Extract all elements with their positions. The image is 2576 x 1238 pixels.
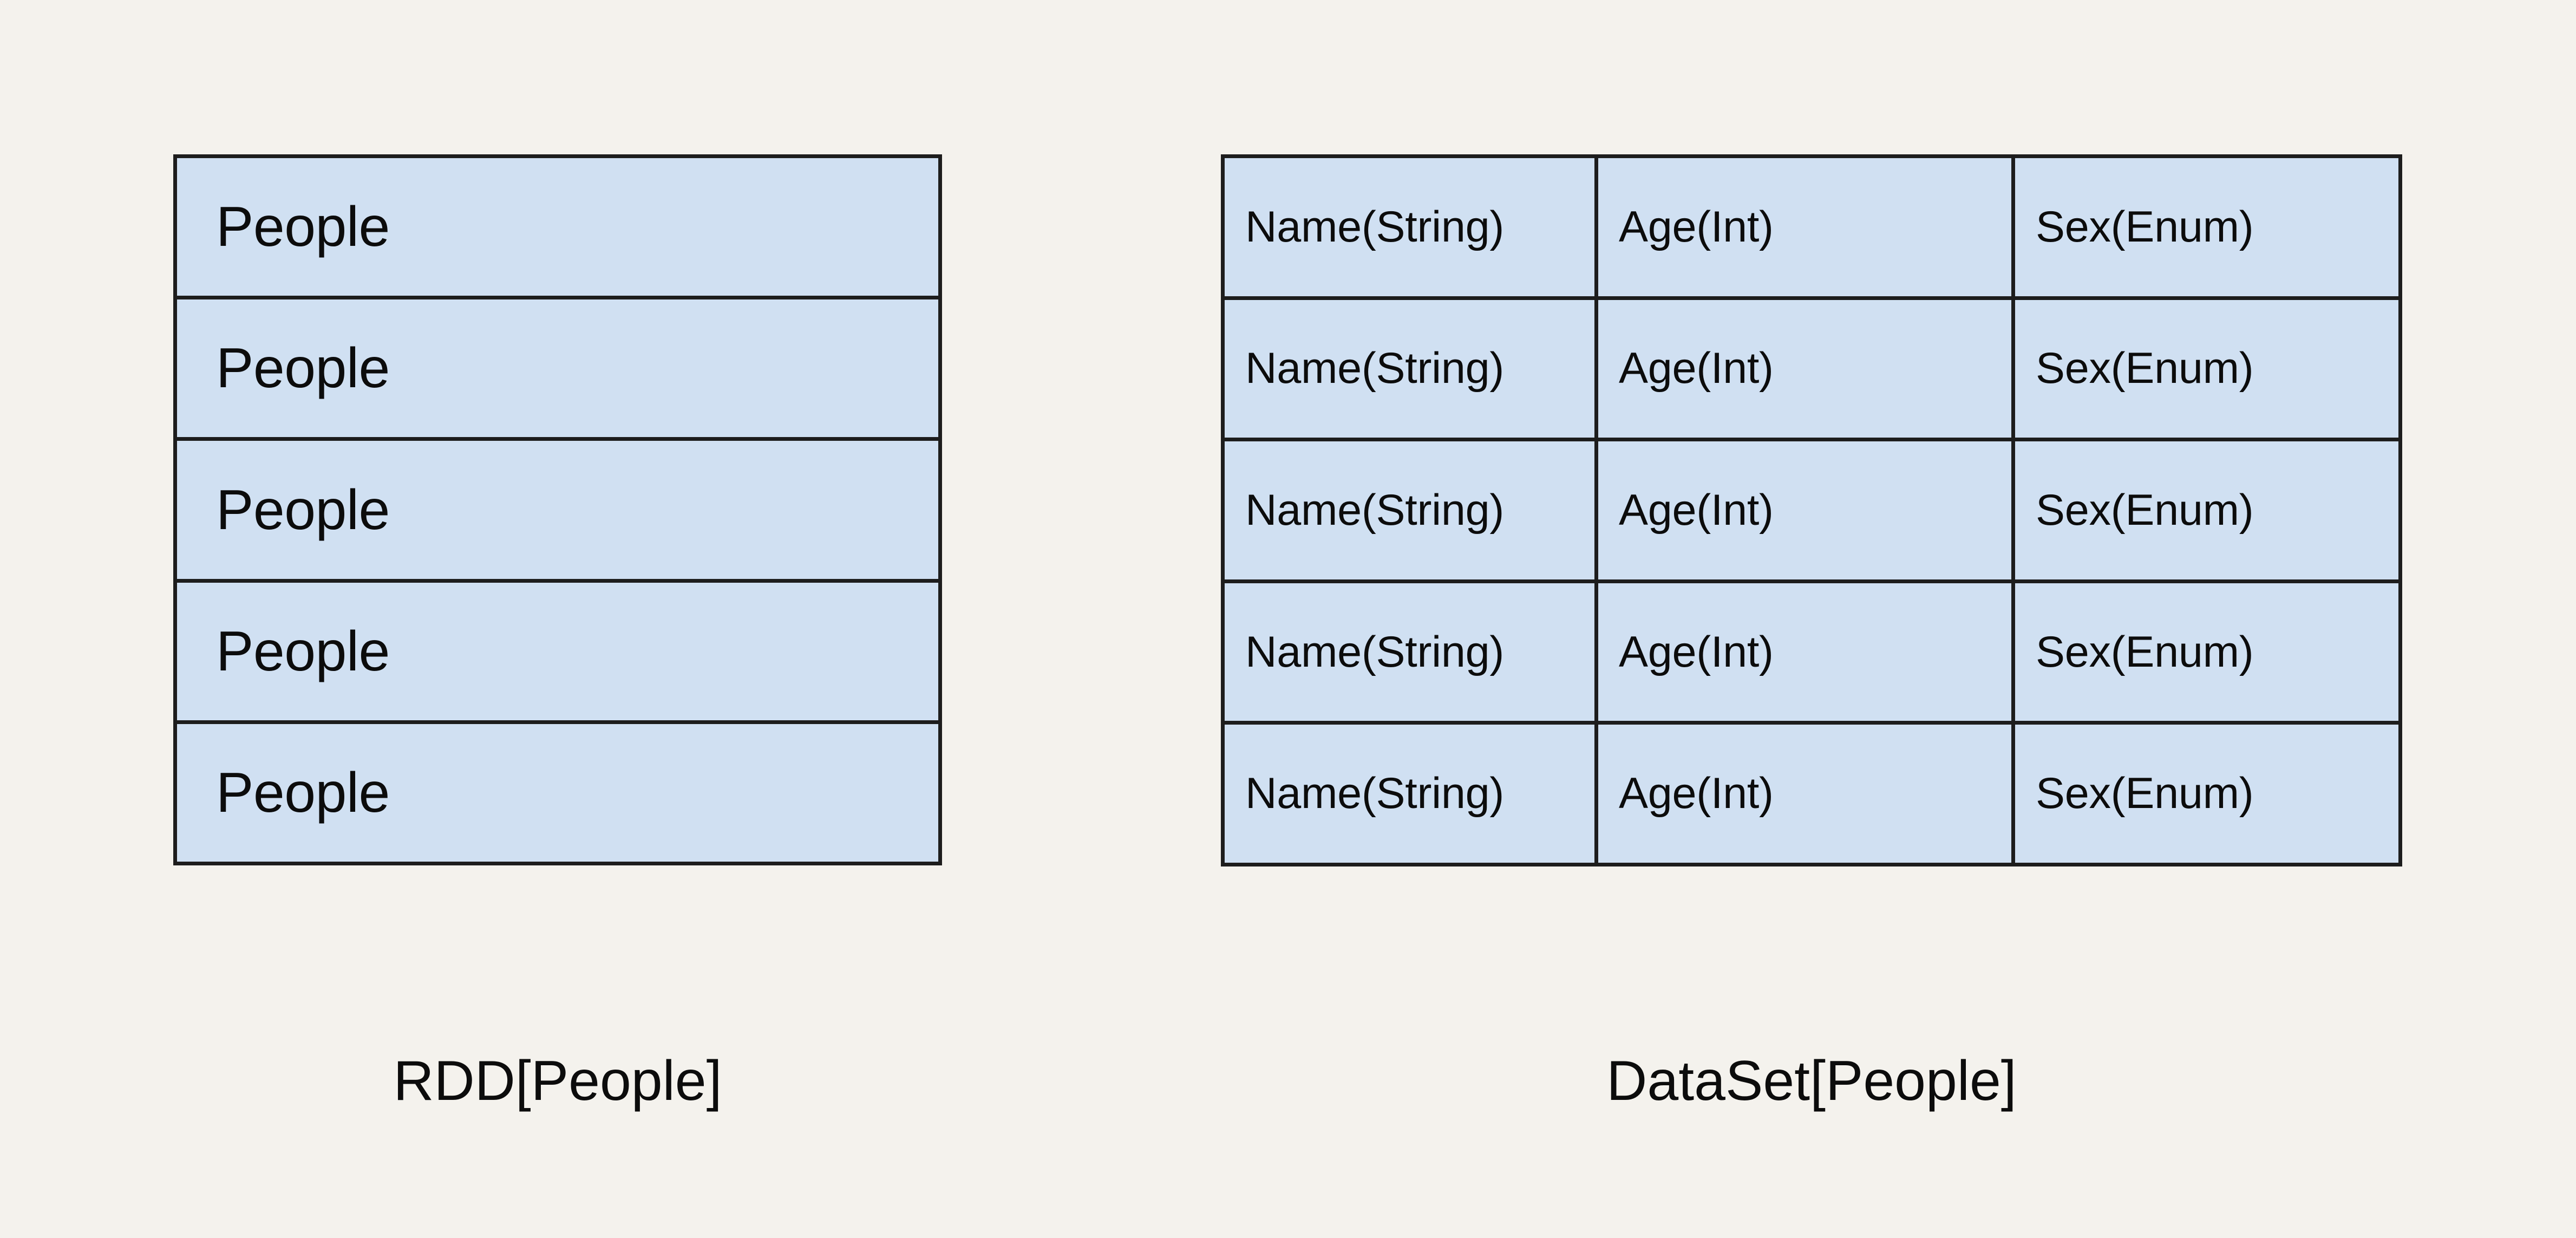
table-cell-name: Name(String) bbox=[1225, 299, 1598, 438]
table-cell-age: Age(Int) bbox=[1598, 299, 2015, 438]
table-cell-sex: Sex(Enum) bbox=[2015, 725, 2398, 863]
cell-text: Sex(Enum) bbox=[2036, 344, 2254, 393]
table-cell-age: Age(Int) bbox=[1598, 441, 2015, 579]
table-cell-age: Age(Int) bbox=[1598, 158, 2015, 296]
cell-text: Name(String) bbox=[1245, 485, 1505, 535]
table-cell-sex: Sex(Enum) bbox=[2015, 299, 2398, 438]
cell-text: Age(Int) bbox=[1619, 344, 1774, 393]
table-cell-name: Name(String) bbox=[1225, 583, 1598, 721]
table-row: Name(String) Age(Int) Sex(Enum) bbox=[1225, 583, 2398, 725]
table-cell-name: Name(String) bbox=[1225, 158, 1598, 296]
cell-text: Name(String) bbox=[1245, 769, 1505, 818]
table-cell-sex: Sex(Enum) bbox=[2015, 583, 2398, 721]
table-cell-sex: Sex(Enum) bbox=[2015, 441, 2398, 579]
rdd-row: People bbox=[177, 724, 938, 862]
cell-text: Age(Int) bbox=[1619, 202, 1774, 251]
dataset-caption: DataSet[People] bbox=[1606, 1050, 2017, 1112]
cell-text: Sex(Enum) bbox=[2036, 627, 2254, 676]
rdd-row: People bbox=[177, 158, 938, 300]
rdd-row-label: People bbox=[216, 620, 390, 683]
cell-text: Sex(Enum) bbox=[2036, 769, 2254, 818]
cell-text: Name(String) bbox=[1245, 627, 1505, 676]
table-cell-sex: Sex(Enum) bbox=[2015, 158, 2398, 296]
cell-text: Sex(Enum) bbox=[2036, 202, 2254, 251]
table-cell-age: Age(Int) bbox=[1598, 725, 2015, 863]
cell-text: Name(String) bbox=[1245, 202, 1505, 251]
table-cell-name: Name(String) bbox=[1225, 441, 1598, 579]
table-row: Name(String) Age(Int) Sex(Enum) bbox=[1225, 299, 2398, 442]
cell-text: Age(Int) bbox=[1619, 769, 1774, 818]
cell-text: Age(Int) bbox=[1619, 485, 1774, 535]
table-cell-name: Name(String) bbox=[1225, 725, 1598, 863]
rdd-row: People bbox=[177, 441, 938, 583]
rdd-row-label: People bbox=[216, 196, 390, 259]
rdd-row: People bbox=[177, 582, 938, 724]
table-row: Name(String) Age(Int) Sex(Enum) bbox=[1225, 725, 2398, 863]
cell-text: Name(String) bbox=[1245, 344, 1505, 393]
rdd-row-label: People bbox=[216, 337, 390, 400]
rdd-caption: RDD[People] bbox=[393, 1050, 722, 1112]
rdd-row-label: People bbox=[216, 478, 390, 542]
rdd-row: People bbox=[177, 299, 938, 441]
cell-text: Sex(Enum) bbox=[2036, 485, 2254, 535]
rdd-row-label: People bbox=[216, 761, 390, 824]
table-cell-age: Age(Int) bbox=[1598, 583, 2015, 721]
table-row: Name(String) Age(Int) Sex(Enum) bbox=[1225, 158, 2398, 300]
table-row: Name(String) Age(Int) Sex(Enum) bbox=[1225, 441, 2398, 583]
dataset-table: Name(String) Age(Int) Sex(Enum) Name(Str… bbox=[1221, 154, 2402, 866]
cell-text: Age(Int) bbox=[1619, 627, 1774, 676]
rdd-box: People People People People People bbox=[173, 154, 942, 865]
